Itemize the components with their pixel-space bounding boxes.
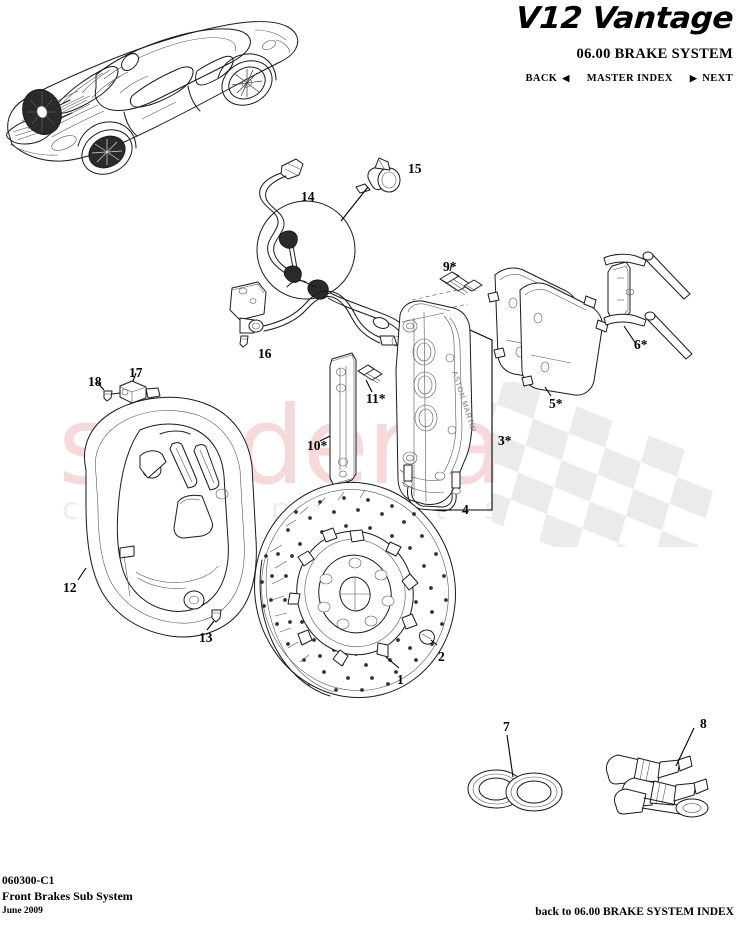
callout-3s[interactable]: 3*	[498, 433, 512, 448]
callout-17[interactable]: 17	[129, 365, 143, 380]
callout-9s[interactable]: 9*	[443, 259, 457, 274]
brake-hose-assembly	[229, 157, 415, 405]
callout-13[interactable]: 13	[199, 630, 213, 645]
brake-caliper: ASTON MARTIN	[395, 300, 493, 512]
back-to-index-link[interactable]: back to 06.00 BRAKE SYSTEM INDEX	[535, 906, 734, 918]
document-code: 060300-C1	[2, 875, 55, 887]
disc-shield	[77, 396, 257, 638]
svg-text:ASTON MARTIN: ASTON MARTIN	[450, 370, 478, 433]
watermark-scuderia: scuderia	[58, 384, 504, 509]
callout-6s[interactable]: 6*	[634, 337, 648, 352]
caliper-bracket	[319, 352, 357, 487]
bracket-bolt	[357, 364, 383, 393]
callout-2[interactable]: 2	[438, 649, 445, 664]
footer-left: 060300-C1 Front Brakes Sub System June 2…	[2, 874, 133, 919]
bleed-nipples	[605, 727, 709, 818]
callout-1[interactable]: 1	[397, 672, 404, 687]
callout-16[interactable]: 16	[258, 346, 272, 361]
master-index-link[interactable]: MASTER INDEX	[586, 73, 673, 84]
callout-10s[interactable]: 10*	[307, 438, 328, 453]
callout-15[interactable]: 15	[408, 161, 422, 176]
back-arrow-icon[interactable]: ◀	[562, 73, 570, 83]
hose-grommet-part	[355, 157, 401, 194]
vehicle-illustration	[6, 21, 299, 175]
next-arrow-icon[interactable]: ▶	[689, 73, 698, 83]
navigation-bar: BACK ◀ MASTER INDEX ▶ NEXT	[487, 73, 733, 84]
sealing-washers	[467, 734, 563, 812]
callout-14[interactable]: 14	[301, 189, 315, 204]
next-link[interactable]: NEXT	[702, 73, 733, 84]
disc-retaining-screw	[419, 629, 438, 646]
callout-7[interactable]: 7	[503, 719, 510, 734]
pad-retaining-hardware	[603, 251, 693, 360]
callout-11s[interactable]: 11*	[366, 391, 386, 406]
callout-4[interactable]: 4	[462, 502, 469, 517]
section-title: 06.00 BRAKE SYSTEM	[576, 46, 733, 62]
checkered-flag-watermark	[492, 382, 714, 547]
pipe-bracket	[229, 281, 267, 348]
brake-disc	[254, 481, 456, 699]
document-date: June 2009	[2, 906, 43, 916]
page-header: V12 Vantage 06.00 BRAKE SYSTEM BACK ◀ MA…	[487, 0, 737, 90]
back-link[interactable]: BACK	[525, 73, 558, 84]
callout-8[interactable]: 8	[700, 716, 707, 731]
shield-fixing-screw	[206, 609, 222, 631]
brand-logo: V12 Vantage	[514, 1, 735, 36]
document-title: Front Brakes Sub System	[2, 889, 133, 903]
callout-5s[interactable]: 5*	[549, 396, 563, 411]
brake-pad-set	[487, 267, 609, 397]
callout-18[interactable]: 18	[88, 374, 102, 389]
bleed-pipe	[403, 464, 461, 512]
callout-12[interactable]: 12	[63, 580, 77, 595]
